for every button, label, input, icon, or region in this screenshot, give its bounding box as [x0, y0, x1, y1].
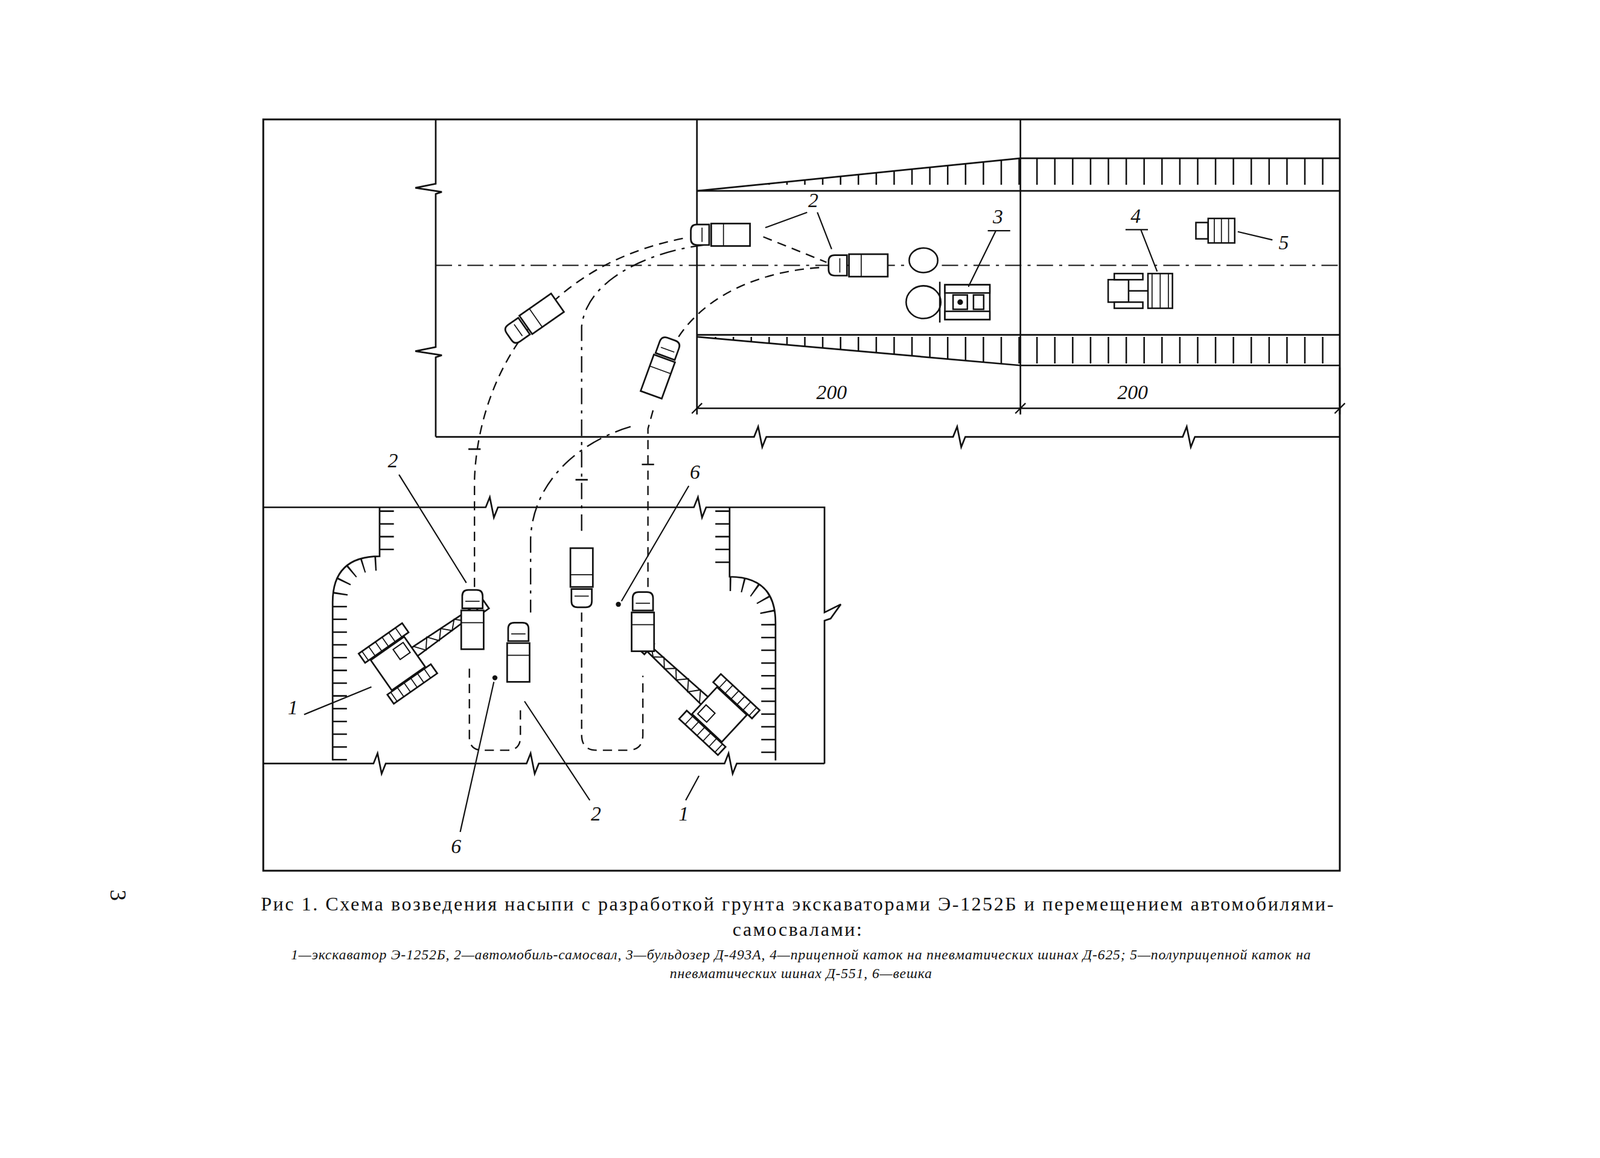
callout-number: 2	[387, 449, 398, 472]
callout-number: 6	[450, 834, 462, 858]
callout-number: 2	[590, 802, 602, 825]
callout-number: 1	[287, 695, 299, 719]
figure-caption: Рис 1. Схема возведения насыпи с разрабо…	[257, 892, 1339, 943]
callout-number: 6	[689, 460, 701, 483]
dimension-label: 200	[816, 380, 848, 404]
dimension-label: 200	[1117, 380, 1148, 404]
legend-key: 1—экскаватор Э-1252Б, 2—автомобиль-самос…	[260, 945, 1342, 982]
callout-number: 2	[808, 188, 819, 212]
callout-number: 4	[1130, 203, 1141, 227]
page-number: 3	[105, 889, 130, 901]
callout-number: 5	[1278, 230, 1289, 253]
callout-number: 1	[678, 802, 689, 825]
callout-number: 3	[992, 205, 1004, 228]
